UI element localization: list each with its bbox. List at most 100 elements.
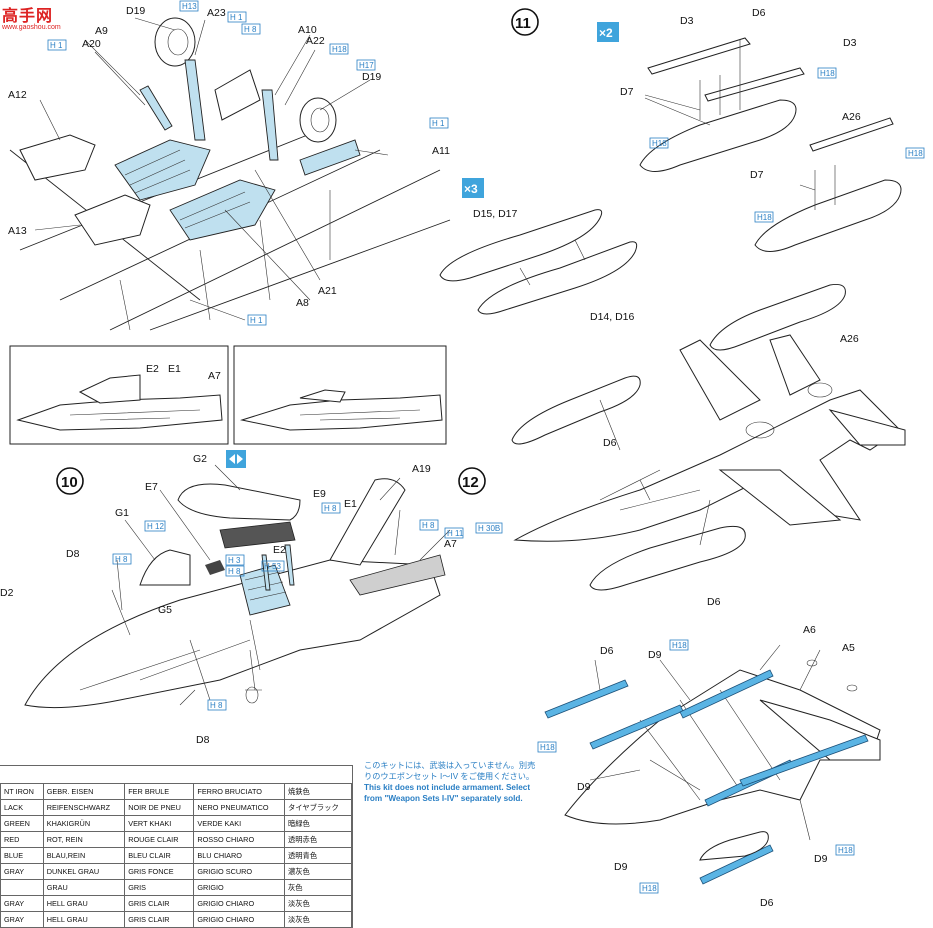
label-A19: A19 <box>412 463 431 475</box>
label-A10: A10 <box>298 24 317 36</box>
part-A11 <box>299 139 361 176</box>
label-H1d: H 1 <box>250 316 263 325</box>
fuel-tank-assembly-upper <box>639 37 902 252</box>
label-A11: A11 <box>432 145 450 157</box>
label-H8a: H 8 <box>244 25 257 34</box>
wing-left <box>718 469 842 526</box>
watermark-logo: 高手网 www.gaoshou.com <box>2 2 74 32</box>
canopy-frame-E9 <box>219 521 296 549</box>
step-10-number: 10 <box>61 474 78 491</box>
fuel-tank-D6a <box>639 99 797 172</box>
label-H8c: H 8 <box>422 521 435 530</box>
label-A9: A9 <box>95 25 108 37</box>
label-D15D17: D15, D17 <box>473 208 518 220</box>
conformal-tank-assembly <box>439 209 638 315</box>
label-H18g: H18 <box>540 743 555 752</box>
armament-note-en: This kit does not include armament. Sele… <box>364 783 531 803</box>
side-view-right <box>233 345 447 445</box>
label-D8a: D8 <box>66 548 80 560</box>
label-D6c: D6 <box>707 596 721 608</box>
label-G5: G5 <box>158 604 172 616</box>
watermark-brand: 高手网 <box>2 8 54 25</box>
fuselage-nose <box>24 559 441 709</box>
label-H8b: H 8 <box>324 504 337 513</box>
gear-strut-A23 <box>184 59 206 141</box>
vertical-tail-left <box>679 339 761 421</box>
label-A7a: A7 <box>208 370 221 382</box>
tank-half-D15-D17 <box>439 209 603 282</box>
missile-1 <box>544 679 629 719</box>
step-11-number: 11 <box>515 15 531 32</box>
part-A19 <box>329 478 406 566</box>
label-H18d: H18 <box>908 149 923 158</box>
part-A10 <box>214 69 261 121</box>
label-D19b: D19 <box>362 71 381 83</box>
label-A20: A20 <box>82 38 101 50</box>
label-H3: H 3 <box>228 556 241 565</box>
label-A5: A5 <box>842 642 855 654</box>
label-H18c: H18 <box>652 139 667 148</box>
multiplier-x3: ×3 <box>462 178 484 198</box>
label-D9a: D9 <box>648 649 662 661</box>
label-H18i: H18 <box>642 884 657 893</box>
label-A26a: A26 <box>842 111 861 123</box>
label-E1b: E1 <box>344 498 357 510</box>
step-10-marker: 10 <box>56 467 84 495</box>
label-A26b: A26 <box>840 333 859 345</box>
label-E1a: E1 <box>168 363 181 375</box>
multiplier-x2: ×2 <box>597 22 619 42</box>
label-E2a: E2 <box>146 363 159 375</box>
wheel-D19-main <box>299 97 337 143</box>
label-D9b: D9 <box>577 781 591 793</box>
label-D8b: D8 <box>196 734 210 746</box>
fuel-tank-A26 <box>709 284 846 351</box>
label-H8f: H 8 <box>210 701 223 710</box>
label-A6: A6 <box>803 624 816 636</box>
part-A13 <box>74 194 151 246</box>
label-H1a: H 1 <box>230 13 243 22</box>
label-A8: A8 <box>296 297 309 309</box>
label-H1b: H 1 <box>50 41 63 50</box>
label-D3a: D3 <box>680 15 694 27</box>
label-H18f: H18 <box>672 641 687 650</box>
gear-bay-assembly <box>9 17 451 331</box>
label-H11: H 11 <box>447 529 464 538</box>
label-D7a: D7 <box>620 86 634 98</box>
label-D3b: D3 <box>843 37 857 49</box>
label-D14D16: D14, D16 <box>590 311 635 323</box>
windshield-G1 <box>139 549 191 586</box>
wheel-D19-front <box>154 17 196 67</box>
label-H8d: H 8 <box>228 567 241 576</box>
main-strut-A22 <box>261 89 279 161</box>
mirror-arrows-icon <box>226 450 246 468</box>
armament-note-jp: このキットには、武装は入っていません。別売りのウエポンセット I～IV をご使用… <box>364 761 536 781</box>
fuel-tank-D6-belly <box>699 831 769 861</box>
label-H18b: H18 <box>820 69 835 78</box>
missile-5 <box>739 734 869 787</box>
part-A7 <box>349 554 446 596</box>
label-H13top: H13 <box>182 2 197 11</box>
label-H8e: H 8 <box>115 555 128 564</box>
label-A21: A21 <box>318 285 337 297</box>
label-A13: A13 <box>8 225 27 237</box>
svg-text:×2: ×2 <box>599 26 613 40</box>
label-A12: A12 <box>8 89 27 101</box>
label-D6b: D6 <box>603 437 617 449</box>
part-A12 <box>19 134 96 181</box>
cockpit-assembly <box>24 464 451 709</box>
armament-note: このキットには、武装は入っていません。別売りのウエポンセット I～IV をご使用… <box>364 760 539 804</box>
missile-3 <box>679 669 774 719</box>
label-H12: H 12 <box>147 522 164 531</box>
fuel-tank-D6-left <box>511 375 641 445</box>
step-11-marker: 11 <box>511 8 539 36</box>
fuel-tank-D6-lower <box>589 525 746 591</box>
side-view-left <box>9 345 229 445</box>
